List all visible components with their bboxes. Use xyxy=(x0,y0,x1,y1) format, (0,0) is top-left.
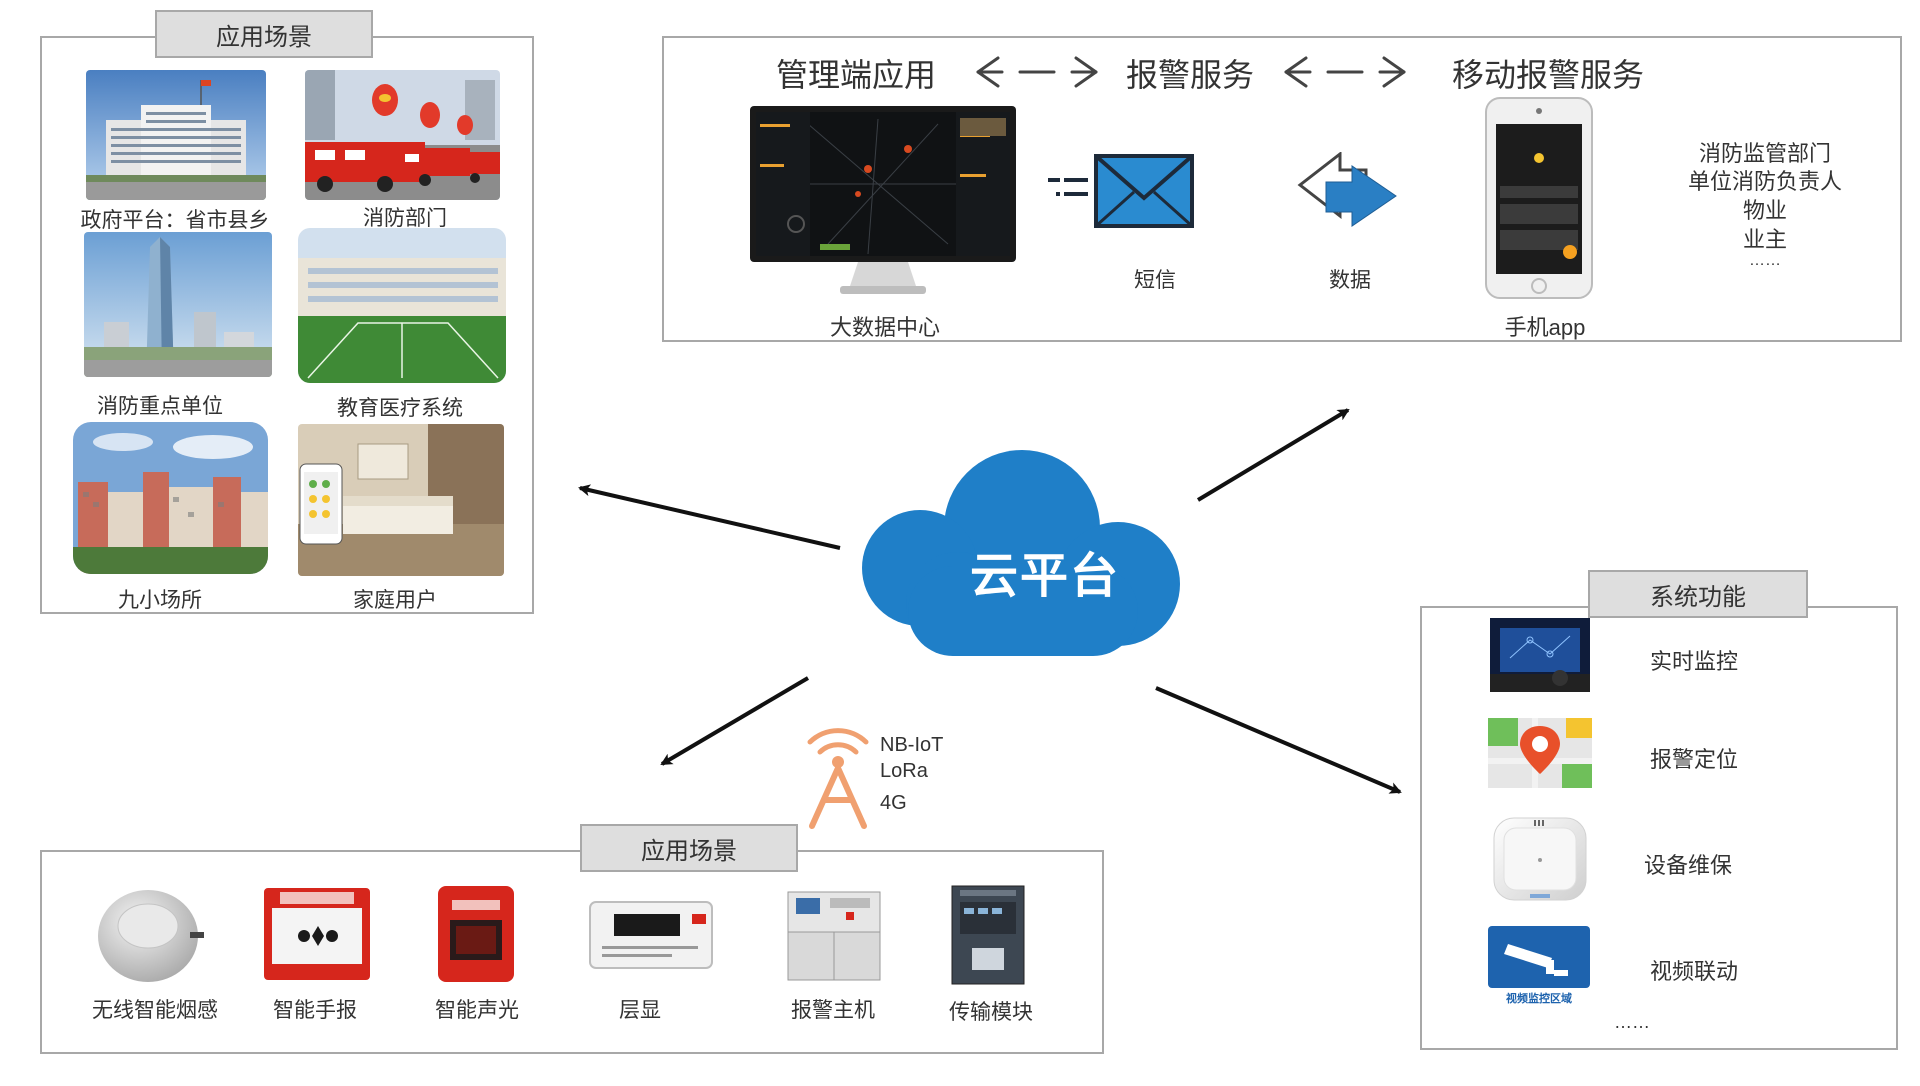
skyscraper-photo xyxy=(84,232,272,377)
monitoring-screen-icon xyxy=(1490,618,1590,692)
scene-label-small-venues: 九小场所 xyxy=(118,589,202,612)
protocol-lora: LoRa xyxy=(880,760,928,782)
fire-trucks-photo xyxy=(305,70,500,200)
recipient-more: …… xyxy=(1749,252,1781,269)
alarm-host-icon xyxy=(787,891,881,981)
town-buildings-photo xyxy=(73,422,268,574)
manual-alarm-icon xyxy=(264,888,370,980)
protocol-4g: 4G xyxy=(880,792,907,814)
cloud-platform-icon xyxy=(862,450,1180,656)
phone-label: 手机app xyxy=(1504,315,1586,340)
sms-label: 短信 xyxy=(1134,269,1176,292)
recipient-unit-fire-officer: 单位消防负责人 xyxy=(1687,169,1842,194)
header-alarm-service: 报警服务 xyxy=(1126,57,1255,93)
device-label-alarm-host: 报警主机 xyxy=(791,999,875,1022)
mobile-phone-icon xyxy=(1485,97,1593,299)
government-building-photo xyxy=(86,70,266,200)
signal-tower-icon xyxy=(807,728,869,829)
monitor-label: 大数据中心 xyxy=(829,315,940,340)
protocol-nbiot: NB-IoT xyxy=(880,734,944,756)
floor-display-icon xyxy=(589,901,713,969)
scene-label-government: 政府平台：省市县乡 xyxy=(80,209,270,232)
sound-light-alarm-icon xyxy=(438,886,514,982)
scene-label-key-units: 消防重点单位 xyxy=(97,395,223,418)
device-label-manual-alarm: 智能手报 xyxy=(273,999,357,1022)
recipient-fire-supervision: 消防监管部门 xyxy=(1698,141,1831,166)
device-detector-icon xyxy=(1493,817,1587,901)
device-label-transmission: 传输模块 xyxy=(949,1001,1033,1024)
system-functions-title: 系统功能 xyxy=(1588,570,1808,618)
scene-label-education: 教育医疗系统 xyxy=(337,397,463,420)
device-label-sound-light: 智能声光 xyxy=(435,999,519,1022)
school-field-photo xyxy=(298,228,506,383)
recipient-property: 物业 xyxy=(1742,198,1787,223)
devices-panel-title: 应用场景 xyxy=(580,824,798,872)
function-label-monitoring: 实时监控 xyxy=(1650,649,1739,674)
devices-panel xyxy=(40,850,1104,1054)
sms-envelope-icon xyxy=(1048,154,1194,228)
map-pin-icon xyxy=(1488,718,1592,788)
function-label-alarm-location: 报警定位 xyxy=(1650,747,1739,772)
device-label-smoke: 无线智能烟感 xyxy=(92,999,218,1022)
header-mobile-alarm-service: 移动报警服务 xyxy=(1452,57,1645,93)
device-label-floor-display: 层显 xyxy=(619,999,661,1022)
cloud-platform-label: 云平台 xyxy=(970,550,1121,603)
big-data-monitor-icon xyxy=(750,106,1016,294)
function-label-maintenance: 设备维保 xyxy=(1644,853,1733,878)
data-exchange-icon xyxy=(1297,152,1397,227)
double-arrow-icon xyxy=(976,56,1098,88)
transmission-module-icon xyxy=(951,885,1025,985)
scenes-panel-title: 应用场景 xyxy=(155,10,373,58)
function-label-video-linkage: 视频联动 xyxy=(1650,959,1739,984)
double-arrow-icon xyxy=(1284,56,1406,88)
video-camera-icon xyxy=(1488,926,1590,988)
living-room-photo xyxy=(298,424,504,576)
data-label: 数据 xyxy=(1329,269,1371,292)
recipient-owner: 业主 xyxy=(1742,227,1787,252)
scene-label-fire-dept: 消防部门 xyxy=(363,207,447,230)
functions-more: …… xyxy=(1614,1012,1650,1032)
scene-label-households: 家庭用户 xyxy=(353,589,437,612)
camera-caption: 视频监控区域 xyxy=(1506,993,1572,1005)
smoke-detector-icon xyxy=(98,890,204,982)
header-management-app: 管理端应用 xyxy=(776,57,937,93)
